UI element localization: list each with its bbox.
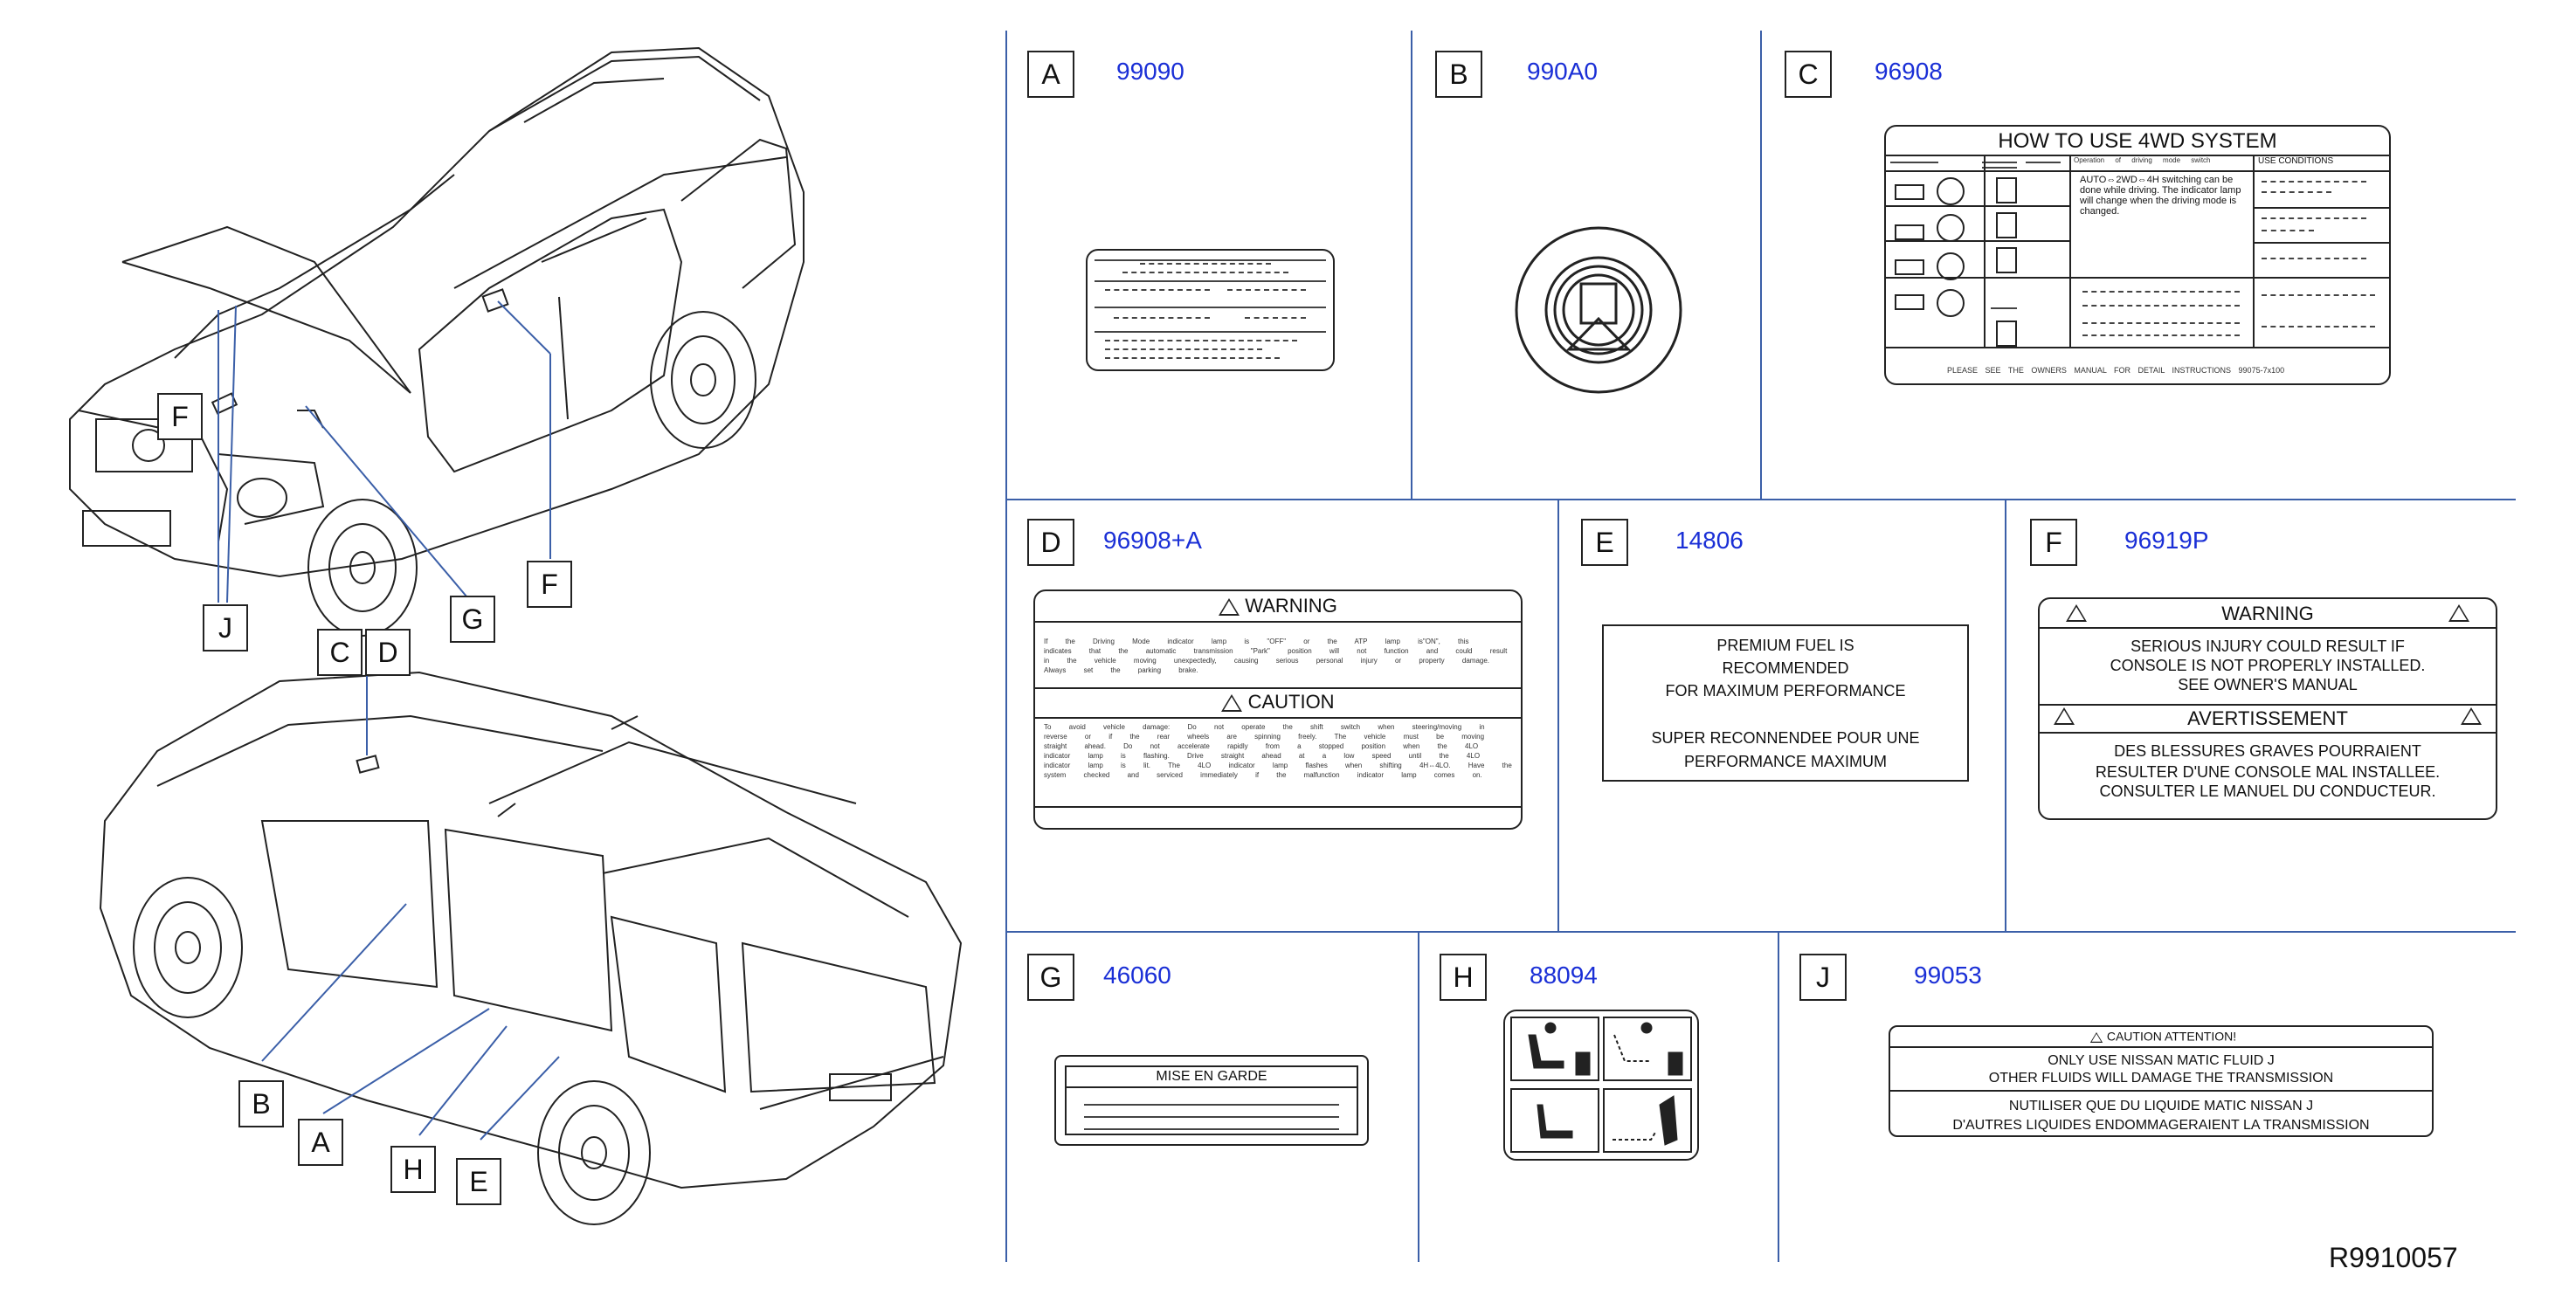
panel-j-part-number: 99053 <box>1914 962 1982 989</box>
warning-triangle-icon <box>2461 707 2482 725</box>
dial-icon <box>1937 252 1965 280</box>
panel-e-part-number: 14806 <box>1675 527 1744 554</box>
label-d-warning-text: If the Driving Mode indicator lamp is "O… <box>1044 638 1508 674</box>
label-d-warning-header: WARNING <box>1035 595 1521 617</box>
panel-g-letter: G <box>1027 954 1074 1001</box>
switch-icon <box>1895 224 1924 240</box>
panel-f-letter: F <box>2030 519 2077 566</box>
warning-triangle-icon <box>2066 604 2087 622</box>
label-c-col-operation: Operation of driving mode switch <box>2074 156 2211 164</box>
label-h-seat-pictograms <box>1503 1010 1699 1161</box>
label-e-premium-fuel: PREMIUM FUEL IS RECOMMENDED FOR MAXIMUM … <box>1602 624 1969 782</box>
switch-icon <box>1895 184 1924 200</box>
label-f-fr-line3: CONSULTER LE MANUEL DU CONDUCTEUR. <box>2099 782 2436 800</box>
panel-grid-lines <box>1005 31 2516 1262</box>
panel-e-letter: E <box>1581 519 1628 566</box>
label-e-line4: SUPER RECONNENDEE POUR UNE <box>1651 729 1920 747</box>
callout-a: A <box>298 1119 343 1166</box>
label-c-footer: PLEASE SEE THE OWNERS MANUAL FOR DETAIL … <box>1947 366 2285 375</box>
leader-lines <box>218 300 560 1141</box>
label-d-warning-caution: WARNING If the Driving Mode indicator la… <box>1033 589 1523 830</box>
callout-c: C <box>317 629 363 676</box>
label-f-avertissement-header: AVERTISSEMENT <box>2187 707 2348 729</box>
label-d-caution-text: To avoid vehicle damage: Do not operate … <box>1044 723 1512 779</box>
label-b-graphic <box>1515 226 1682 394</box>
panel-b-part-number: 990A0 <box>1527 58 1598 85</box>
panel-d-letter: D <box>1027 519 1074 566</box>
callout-h: H <box>390 1146 436 1193</box>
callout-e: E <box>456 1158 501 1205</box>
label-j-fr-line2: D'AUTRES LIQUIDES ENDOMMAGERAIENT LA TRA… <box>1952 1118 2370 1133</box>
label-a-graphic <box>1086 249 1335 371</box>
label-f-console-warning: WARNING SERIOUS INJURY COULD RESULT IF C… <box>2038 597 2497 820</box>
panel-h-letter: H <box>1440 954 1487 1001</box>
diagram-code: R9910057 <box>2329 1242 2458 1273</box>
label-g-mise-en-garde: MISE EN GARDE <box>1054 1055 1369 1146</box>
panel-h-part-number: 88094 <box>1530 962 1598 989</box>
label-g-title: MISE EN GARDE <box>1156 1069 1267 1084</box>
panel-f-part-number: 96919P <box>2124 527 2209 554</box>
label-c-4wd-system: HOW TO USE 4WD SYSTEM Operation of drivi… <box>1884 125 2391 385</box>
callout-f-upper: F <box>157 393 203 440</box>
warning-triangle-icon <box>2054 707 2075 725</box>
drivetrain-icon <box>1996 321 2017 347</box>
warning-triangle-icon <box>1219 598 1240 617</box>
label-e-line5: PERFORMANCE MAXIMUM <box>1683 753 1887 770</box>
label-d-caution-header: CAUTION <box>1035 691 1521 713</box>
panel-d-part-number: 96908+A <box>1103 527 1202 554</box>
vehicle-rear-drawing <box>99 671 963 1225</box>
label-c-body: AUTO⇔2WD⇔4H switching can be done while … <box>2080 175 2241 217</box>
label-j-header: CAUTION ATTENTION! <box>1890 1029 2432 1046</box>
callout-d: D <box>365 629 411 676</box>
label-c-title: HOW TO USE 4WD SYSTEM <box>1998 129 2277 153</box>
label-f-en-line1: SERIOUS INJURY COULD RESULT IF <box>2131 638 2405 655</box>
drivetrain-icon <box>1996 212 2017 238</box>
label-j-transmission-fluid: CAUTION ATTENTION! ONLY USE NISSAN MATIC… <box>1889 1025 2434 1137</box>
warning-triangle-icon <box>2448 604 2469 622</box>
label-f-fr-line1: DES BLESSURES GRAVES POURRAIENT <box>2114 742 2421 760</box>
label-j-fr-line1: NUTILISER QUE DU LIQUIDE MATIC NISSAN J <box>2008 1099 2314 1113</box>
caution-triangle-icon <box>1221 694 1243 713</box>
callout-b: B <box>238 1080 284 1127</box>
label-c-col-use: USE CONDITIONS <box>2258 156 2334 166</box>
label-f-en-line3: SEE OWNER'S MANUAL <box>2178 676 2358 693</box>
dial-icon <box>1937 214 1965 242</box>
label-e-line2: RECOMMENDED <box>1722 659 1849 677</box>
panel-g-part-number: 46060 <box>1103 962 1171 989</box>
callout-f-lower: F <box>527 561 572 608</box>
panel-c-letter: C <box>1785 51 1832 98</box>
label-e-line1: PREMIUM FUEL IS <box>1716 637 1854 654</box>
dial-icon <box>1937 289 1965 317</box>
panel-b-letter: B <box>1435 51 1482 98</box>
label-f-en-line2: CONSOLE IS NOT PROPERLY INSTALLED. <box>2110 657 2426 674</box>
panel-a-part-number: 99090 <box>1116 58 1184 85</box>
label-j-en-line2: OTHER FLUIDS WILL DAMAGE THE TRANSMISSIO… <box>1988 1071 2334 1086</box>
label-f-fr-line2: RESULTER D'UNE CONSOLE MAL INSTALLEE. <box>2095 763 2441 781</box>
label-c-hdr-line <box>1890 162 1938 163</box>
label-j-en-line1: ONLY USE NISSAN MATIC FLUID J <box>2048 1053 2275 1068</box>
switch-icon <box>1895 259 1924 275</box>
vehicle-front-drawing <box>69 46 805 637</box>
caution-triangle-icon <box>2089 1032 2103 1043</box>
callout-j: J <box>203 604 248 651</box>
callout-g: G <box>450 596 495 643</box>
label-f-warning-header: WARNING <box>2221 603 2314 624</box>
switch-icon <box>1895 294 1924 310</box>
drivetrain-icon <box>1996 247 2017 273</box>
panel-j-letter: J <box>1799 954 1847 1001</box>
label-e-line3: FOR MAXIMUM PERFORMANCE <box>1665 682 1906 700</box>
drivetrain-icon <box>1996 177 2017 203</box>
panel-c-part-number: 96908 <box>1875 58 1943 85</box>
dial-icon <box>1937 177 1965 205</box>
panel-a-letter: A <box>1027 51 1074 98</box>
